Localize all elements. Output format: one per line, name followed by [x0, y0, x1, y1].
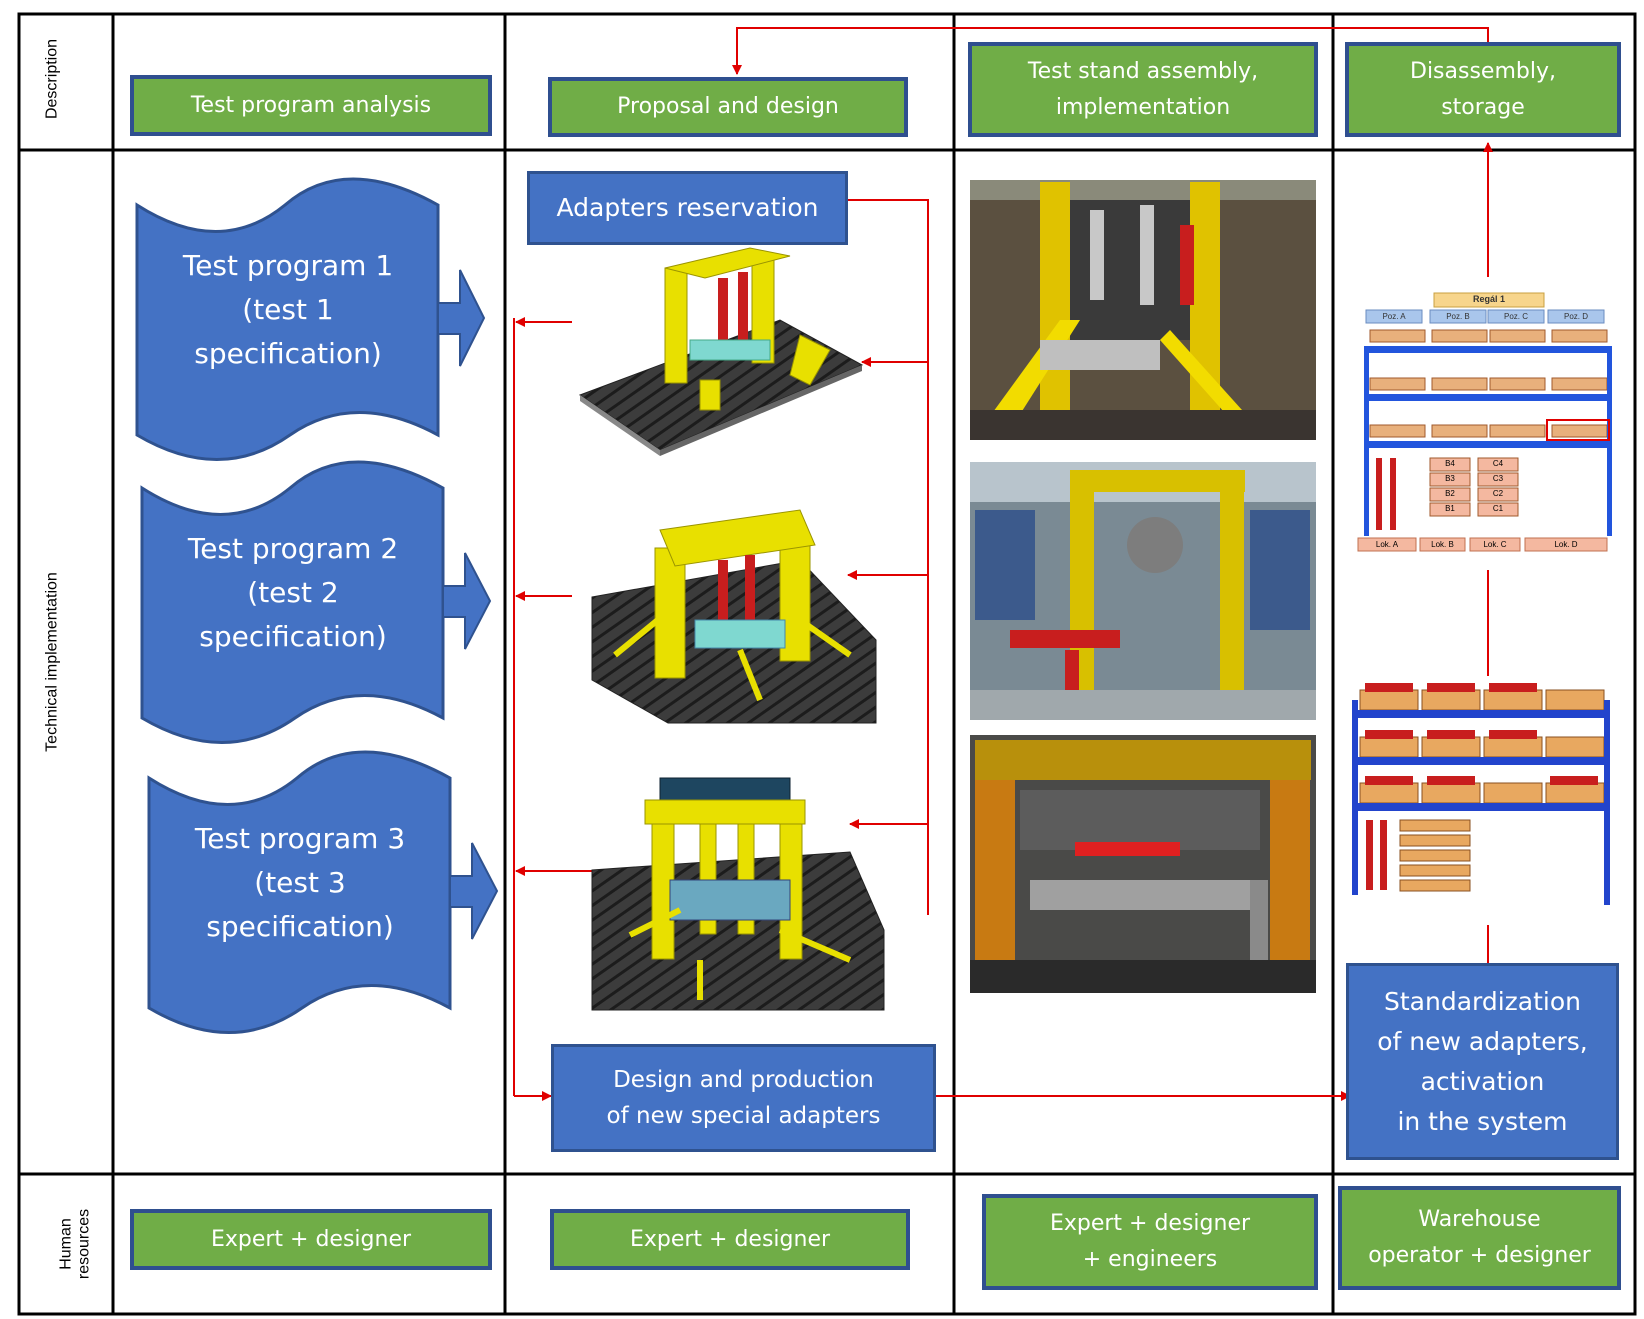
test-program-1-label: Test program 1 (test 1 specification) [182, 249, 394, 370]
hr-disassembly-storage: Warehouse operator + designer [1338, 1186, 1621, 1290]
slot-label: B4 [1445, 459, 1455, 468]
slot-label: B1 [1445, 504, 1455, 513]
connectors [513, 27, 1493, 1101]
header-test-stand-assembly: Test stand assembly, implementation [968, 42, 1318, 137]
position-label: Poz. D [1563, 312, 1588, 321]
block-arrows [437, 269, 499, 940]
location-label: Lok. A [1375, 540, 1399, 549]
row-label-technical: Technical implementation [43, 572, 61, 752]
location-label: Lok. D [1554, 540, 1578, 549]
cad-model-3 [591, 777, 885, 1011]
block-arrow-2 [442, 552, 492, 650]
location-label: Lok. C [1483, 540, 1507, 549]
storage-rack-3d [1352, 683, 1610, 905]
hr-proposal-and-design: Expert + designer [550, 1209, 910, 1270]
test-stand-photo-2 [970, 462, 1316, 720]
row-label-human-line2: resources [75, 1208, 93, 1280]
location-label: Lok. B [1431, 540, 1454, 549]
slot-label: C4 [1492, 459, 1504, 468]
position-label: Poz. B [1446, 312, 1470, 321]
special-adapters-box: Design and production of new special ada… [551, 1044, 936, 1152]
row-label-human-line1: Human [57, 1218, 75, 1270]
header-disassembly-storage: Disassembly, storage [1345, 42, 1621, 137]
hr-test-program-analysis: Expert + designer [130, 1209, 492, 1270]
slot-label: B3 [1445, 474, 1455, 483]
test-program-2-label: Test program 2 (test 2 specification) [187, 532, 399, 653]
block-arrow-1 [437, 269, 486, 367]
feedback-arrow [732, 27, 1489, 75]
block-arrow-3 [449, 842, 499, 940]
slot-label: C1 [1492, 504, 1504, 513]
row-label-description: Description [43, 38, 61, 120]
cad-model-2 [591, 509, 877, 724]
test-stand-photo-3 [970, 735, 1316, 993]
slot-label: B2 [1445, 489, 1455, 498]
position-label: Poz. C [1503, 312, 1528, 321]
hr-test-stand-assembly: Expert + designer + engineers [982, 1194, 1318, 1290]
position-label: Poz. A [1382, 312, 1406, 321]
standardization-box: Standardization of new adapters, activat… [1346, 963, 1619, 1160]
slot-label: C3 [1492, 474, 1504, 483]
slot-label: C2 [1492, 489, 1504, 498]
header-test-program-analysis: Test program analysis [130, 75, 492, 136]
table-grid [17, 12, 1637, 1316]
adapters-reservation-box: Adapters reservation [527, 171, 848, 245]
test-stand-photo-1 [970, 180, 1316, 440]
test-program-3-label: Test program 3 (test 3 specification) [194, 822, 406, 943]
storage-rack-schematic [1357, 292, 1612, 552]
cad-model-1 [578, 247, 864, 456]
rack-title: Regál 1 [1472, 294, 1505, 304]
header-proposal-and-design: Proposal and design [548, 77, 908, 137]
